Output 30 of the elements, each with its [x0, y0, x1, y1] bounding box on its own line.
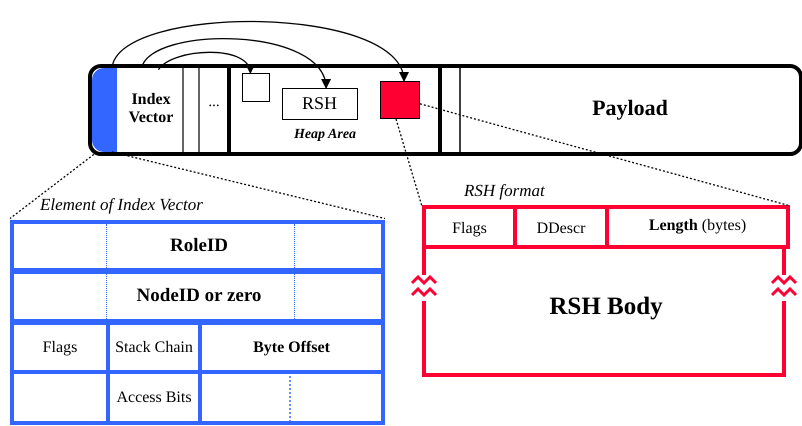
leader-line — [10, 151, 98, 220]
table-row — [10, 270, 385, 323]
field-label: Flags — [451, 219, 488, 240]
heap-block — [242, 73, 270, 102]
field-label: Stack Chain — [114, 338, 194, 358]
leader-line — [112, 151, 386, 220]
field-label: Length (bytes) — [648, 216, 748, 236]
table-heading: Element of Index Vector — [40, 194, 204, 216]
section-label: Heap Area — [292, 126, 358, 144]
field-label: DDescr — [536, 219, 586, 240]
rsh-block — [282, 88, 358, 120]
arrow — [141, 38, 329, 89]
ellipsis: ... — [207, 92, 221, 112]
field-label: Byte Offset — [252, 338, 331, 358]
leader-line — [420, 103, 790, 206]
heap-block — [380, 81, 420, 119]
leader-line — [395, 118, 422, 206]
section-label: Payload — [591, 94, 669, 122]
arrow — [111, 20, 406, 82]
field-label: Flags — [42, 338, 78, 358]
arrow — [158, 52, 254, 74]
field-label: RoleID — [168, 234, 230, 258]
table-heading: RSH format — [464, 180, 546, 202]
body-label: RSH Body — [548, 292, 664, 322]
section-label: Index Vector — [128, 90, 174, 128]
index-slot — [92, 68, 117, 152]
block-label: RSH — [300, 92, 338, 115]
table-row — [10, 220, 385, 272]
field-label: Access Bits — [115, 388, 193, 408]
field-label: NodeID or zero — [136, 284, 262, 308]
